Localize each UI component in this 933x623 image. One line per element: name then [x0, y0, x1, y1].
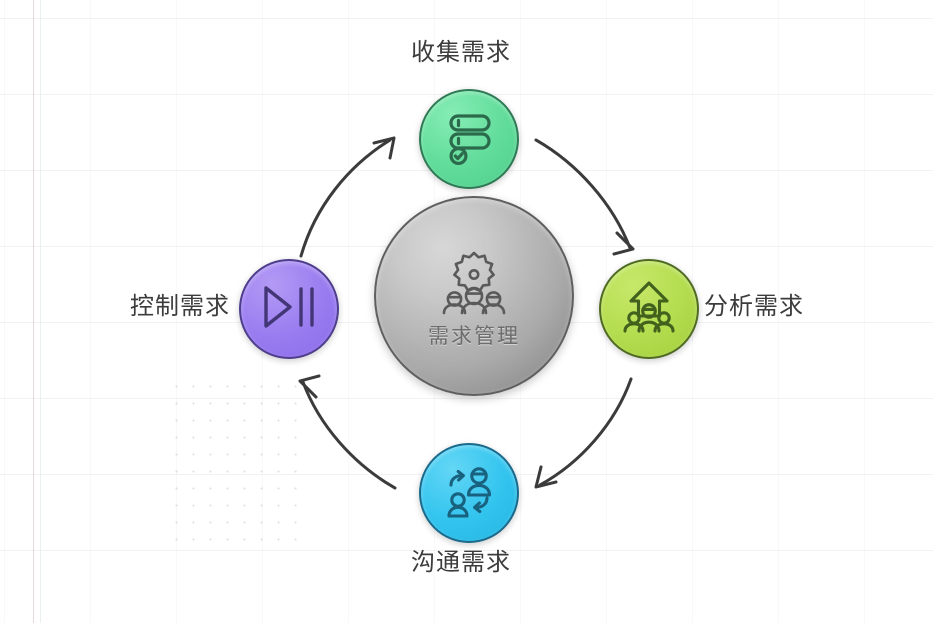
gear-team-icon	[436, 249, 512, 320]
exchange-people-icon	[441, 463, 497, 524]
background-margin-line-secondary	[40, 0, 41, 623]
center-hub[interactable]: 需求管理	[374, 196, 574, 396]
background-margin-line	[33, 0, 34, 623]
arrow-control-to-collect	[299, 136, 396, 258]
checklist-icon	[441, 109, 497, 170]
arrow-analyze-to-communicate	[534, 377, 633, 489]
center-hub-label: 需求管理	[428, 325, 520, 348]
arrow-communicate-to-control	[298, 374, 397, 490]
node-control[interactable]	[239, 259, 339, 359]
label-control: 控制需求	[130, 293, 230, 320]
node-collect[interactable]	[419, 89, 519, 189]
label-collect: 收集需求	[411, 39, 511, 66]
node-analyze[interactable]	[599, 259, 699, 359]
label-analyze: 分析需求	[704, 293, 804, 320]
label-communicate: 沟通需求	[411, 549, 511, 576]
up-arrow-team-icon	[621, 279, 677, 340]
node-communicate[interactable]	[419, 443, 519, 543]
background-dot-texture	[168, 378, 304, 550]
play-pause-icon	[260, 282, 318, 337]
